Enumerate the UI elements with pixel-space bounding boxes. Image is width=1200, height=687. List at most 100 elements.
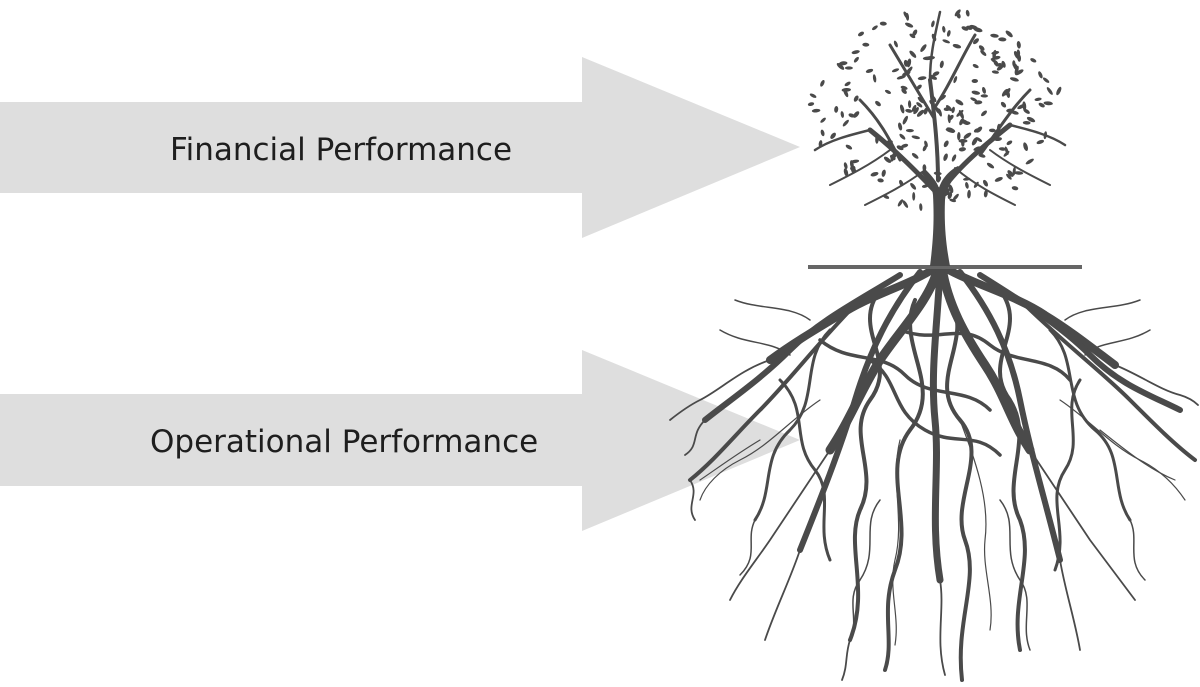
leaf-icon	[883, 156, 892, 163]
leaf-icon	[818, 140, 823, 148]
leaf-icon	[881, 169, 886, 177]
leaf-icon	[922, 144, 927, 152]
leaf-icon	[941, 192, 949, 198]
leaf-icon	[921, 184, 929, 188]
leaf-icon	[958, 147, 966, 152]
tree-trunk	[920, 166, 962, 266]
leaf-icon	[973, 128, 980, 133]
leaf-icon	[1004, 146, 1009, 155]
leaf-icon	[971, 90, 981, 95]
leaf-icon	[973, 181, 979, 188]
financial-performance-arrow: Financial Performance	[0, 57, 800, 238]
leaf-icon	[958, 109, 964, 119]
leaf-icon	[902, 200, 909, 208]
leaf-icon	[820, 129, 825, 137]
leaf-icon	[998, 37, 1007, 42]
leaf-icon	[851, 50, 860, 55]
leaf-icon	[836, 62, 845, 70]
leaf-icon	[980, 50, 987, 56]
leaf-icon	[990, 58, 998, 64]
leaf-icon	[931, 33, 937, 42]
leaf-icon	[996, 123, 1001, 132]
leaf-icon	[896, 75, 906, 80]
leaf-icon	[1004, 88, 1011, 96]
leaf-icon	[956, 12, 961, 19]
leaf-icon	[906, 58, 912, 68]
leaf-icon	[893, 40, 898, 48]
leaf-icon	[971, 137, 978, 146]
leaf-icon	[942, 25, 946, 33]
leaf-icon	[844, 66, 853, 70]
leaf-icon	[970, 97, 978, 102]
leaf-icon	[1006, 140, 1013, 146]
leaf-icon	[952, 193, 959, 201]
leaf-icon	[865, 68, 874, 73]
leaf-icon	[963, 177, 971, 181]
leaf-icon	[943, 153, 948, 161]
leaf-icon	[973, 27, 983, 33]
leaf-icon	[1056, 86, 1062, 96]
leaf-icon	[916, 109, 925, 117]
leaf-icon	[945, 128, 955, 133]
leaf-icon	[1026, 116, 1036, 123]
leaf-icon	[913, 107, 919, 115]
leaf-icon	[853, 56, 859, 63]
leaf-icon	[1038, 102, 1045, 108]
leaf-icon	[1016, 41, 1021, 49]
leaf-icon	[981, 110, 987, 117]
leaf-icon	[905, 22, 914, 28]
leaf-icon	[884, 89, 892, 94]
leaf-icon	[1009, 77, 1019, 82]
leaf-icon	[820, 117, 826, 123]
leaf-icon	[870, 171, 879, 177]
leaf-icon	[1006, 173, 1012, 180]
leaf-icon	[905, 12, 910, 21]
financial-performance-label: Financial Performance	[170, 132, 512, 168]
leaf-icon	[841, 87, 851, 92]
leaf-icon	[932, 71, 940, 77]
leaf-icon	[843, 168, 849, 177]
leaf-icon	[899, 179, 904, 187]
leaf-icon	[912, 192, 916, 201]
leaf-icon	[890, 152, 896, 162]
leaf-icon	[951, 106, 955, 114]
leaf-icon	[990, 33, 999, 38]
leaf-icon	[843, 162, 848, 170]
leaf-icon	[911, 135, 921, 140]
leaf-icon	[951, 154, 957, 162]
leaf-icon	[960, 119, 970, 125]
leaf-icon	[820, 79, 825, 87]
leaf-icon	[998, 147, 1006, 151]
leaf-icon	[955, 99, 964, 106]
leaf-icon	[989, 128, 996, 133]
leaf-icon	[996, 64, 1004, 71]
leaf-icon	[978, 153, 986, 158]
leaf-icon	[946, 30, 951, 37]
leaf-icon	[945, 180, 952, 187]
leaf-icon	[885, 140, 893, 145]
leaf-icon	[901, 88, 907, 94]
leaf-icon	[991, 70, 999, 74]
leaf-icon	[834, 106, 839, 113]
leaf-icon	[986, 162, 995, 169]
leaf-icon	[882, 194, 890, 199]
tree-with-roots-icon	[669, 9, 1199, 682]
leaf-icon	[1006, 108, 1014, 113]
leaf-icon	[877, 178, 884, 183]
leaf-icon	[953, 76, 958, 84]
leaf-icon	[853, 111, 860, 118]
tree-roots	[669, 263, 1199, 682]
leaf-icon	[972, 64, 979, 69]
leaf-icon	[917, 96, 924, 104]
leaf-icon	[911, 104, 917, 112]
leaf-icon	[967, 189, 971, 199]
leaf-icon	[1023, 108, 1030, 114]
leaf-icon	[912, 29, 918, 37]
leaf-icon	[897, 199, 904, 207]
leaf-icon	[938, 94, 946, 101]
leaf-icon	[891, 68, 900, 73]
leaf-icon	[922, 164, 927, 172]
leaf-icon	[1023, 142, 1029, 152]
leaf-icon	[871, 25, 878, 31]
leaf-icon	[936, 187, 941, 195]
